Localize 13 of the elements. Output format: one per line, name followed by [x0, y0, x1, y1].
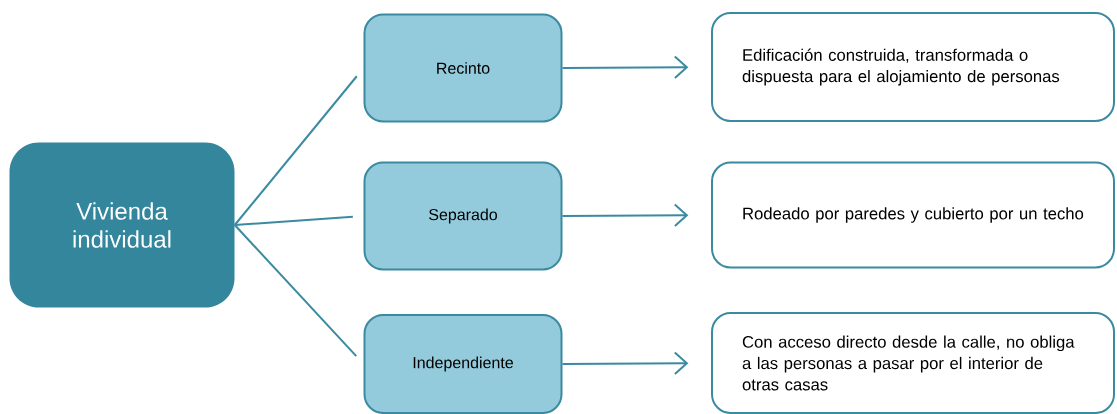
definition-box: Rodeado por paredes y cubierto por un techo — [711, 161, 1115, 269]
arrow — [561, 351, 689, 375]
term-box: Recinto — [363, 13, 563, 123]
arrow — [561, 203, 689, 227]
category-box: Vivienda individual — [9, 142, 235, 308]
definition-box: Con acceso directo desde la calle, no obliga a las personas a pasar por el interior de otras casas — [711, 312, 1115, 414]
arrow — [561, 55, 689, 79]
term-box: Separado — [363, 161, 563, 271]
connector-line — [233, 75, 358, 226]
definition-box: Edificación construida, transformada o dispuesta para el alojamiento de personas — [711, 12, 1115, 122]
connector-line — [233, 215, 354, 226]
connector-line — [233, 224, 358, 358]
term-box: Independiente — [363, 314, 563, 414]
